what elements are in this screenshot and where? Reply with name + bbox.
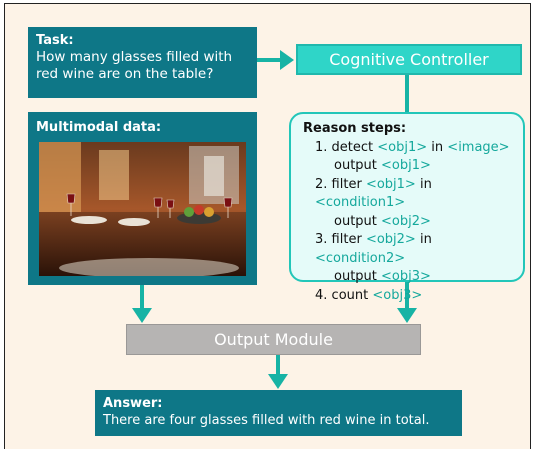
answer-text: There are four glasses filled with red w… <box>103 413 430 428</box>
step-number: 2. <box>315 176 328 192</box>
output-word: output <box>334 213 377 229</box>
answer-box: Answer: There are four glasses filled wi… <box>95 390 462 436</box>
step-source-token: <condition1> <box>315 195 406 210</box>
output-word: output <box>334 269 377 284</box>
dinner-table-photo <box>39 142 246 276</box>
task-question: How many glasses filled with red wine ar… <box>36 49 233 82</box>
arrow-output-to-answer <box>268 355 288 389</box>
step-input-token: <obj2> <box>365 232 416 247</box>
step-number: 4. <box>315 287 328 303</box>
answer-title: Answer: <box>103 396 163 411</box>
step-input-token: <obj1> <box>377 139 428 155</box>
step-input-token: <obj1> <box>365 176 416 192</box>
step-verb: filter <box>331 176 362 192</box>
step-verb: detect <box>331 139 374 155</box>
arrow-task-to-controller <box>257 50 294 70</box>
output-word: output <box>334 158 377 173</box>
reason-step-1-output: output <obj1> <box>303 157 511 176</box>
step-verb: filter <box>331 232 362 247</box>
multimodal-box: Multimodal data: <box>28 112 257 285</box>
reason-step-2: 2. filter <obj1> in <condition1> <box>303 176 511 213</box>
reason-steps-title: Reason steps: <box>303 121 407 136</box>
step-verb: count <box>331 287 369 303</box>
output-module-label: Output Module <box>214 330 333 349</box>
reason-step-3-output: output <obj3> <box>303 268 511 287</box>
multimodal-title: Multimodal data: <box>36 120 162 135</box>
reason-step-2-output: output <obj2> <box>303 213 511 232</box>
output-token: <obj1> <box>381 158 431 173</box>
arrow-reason-to-output <box>397 282 417 323</box>
output-module-box: Output Module <box>126 324 421 355</box>
task-title: Task: <box>36 33 74 48</box>
cognitive-controller-label: Cognitive Controller <box>329 50 489 69</box>
output-token: <obj2> <box>381 213 431 229</box>
reason-step-4: 4. count <obj3> <box>303 287 511 306</box>
step-preposition: in <box>419 232 432 247</box>
reason-steps-box: Reason steps: 1. detect <obj1> in <image… <box>289 112 525 303</box>
step-input-token: <obj3> <box>372 287 423 303</box>
step-number: 3. <box>315 232 328 247</box>
arrow-multimodal-to-output <box>132 285 152 323</box>
step-number: 1. <box>315 139 328 155</box>
reason-step-3: 3. filter <obj2> in <condition2> <box>303 231 511 268</box>
step-source-token: <condition2> <box>315 250 406 266</box>
step-preposition: in <box>419 176 432 192</box>
cognitive-controller-box: Cognitive Controller <box>296 44 522 75</box>
step-preposition: in <box>431 139 444 155</box>
arrow-controller-to-reason <box>405 75 409 112</box>
reason-step-1: 1. detect <obj1> in <image> <box>303 139 511 158</box>
step-source-token: <image> <box>447 139 510 155</box>
task-box: Task: How many glasses filled with red w… <box>28 27 257 98</box>
output-token: <obj3> <box>381 269 431 284</box>
